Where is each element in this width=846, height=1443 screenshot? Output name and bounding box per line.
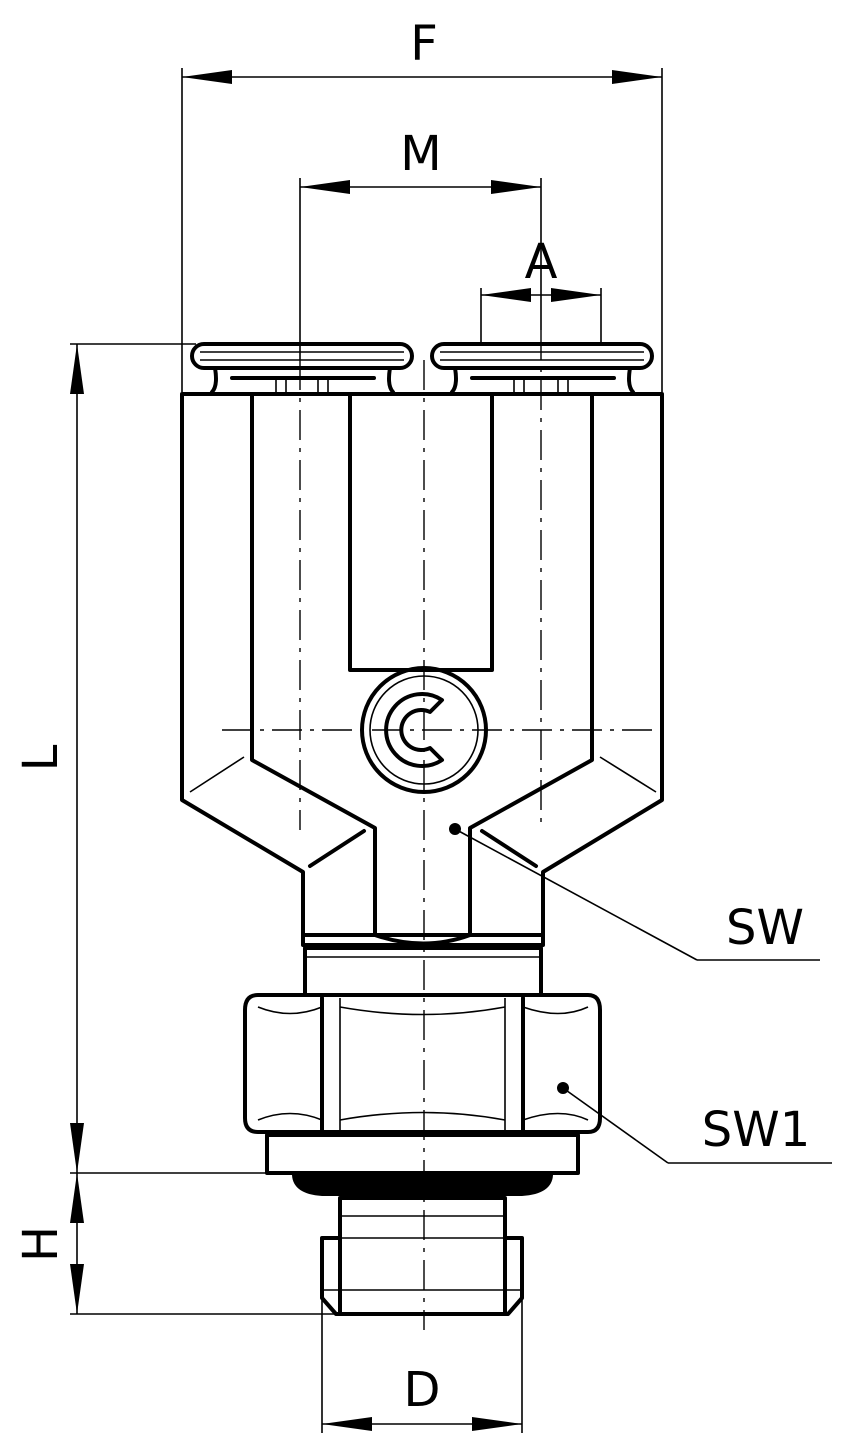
y-body <box>180 392 664 947</box>
release-ring-left <box>190 342 414 394</box>
dimension-m: M <box>299 126 542 360</box>
dimension-h: H <box>13 1173 336 1315</box>
dimension-label-a: A <box>525 234 558 290</box>
thread <box>320 1196 524 1316</box>
dimension-a: A <box>480 234 602 344</box>
dimension-label-h: H <box>13 1226 69 1262</box>
neck <box>303 946 543 997</box>
callout-label-sw: SW <box>726 900 804 956</box>
o-ring <box>292 1175 553 1196</box>
hex-nut <box>243 993 602 1134</box>
release-ring-right <box>430 342 654 394</box>
dimension-label-f: F <box>410 16 438 72</box>
manufacturer-logo <box>360 666 488 794</box>
dimension-label-d: D <box>404 1362 441 1418</box>
callout-sw: SW <box>454 828 820 961</box>
callout-label-sw1: SW1 <box>702 1102 810 1158</box>
dimension-f: F <box>181 16 663 392</box>
center-lines <box>222 330 672 1330</box>
dimension-l: L <box>13 343 267 1174</box>
seat-washer <box>265 1133 580 1175</box>
dimension-d: D <box>321 1300 523 1433</box>
callout-sw1: SW1 <box>562 1087 832 1164</box>
dimension-label-m: M <box>400 126 441 182</box>
dimension-label-l: L <box>13 744 69 771</box>
